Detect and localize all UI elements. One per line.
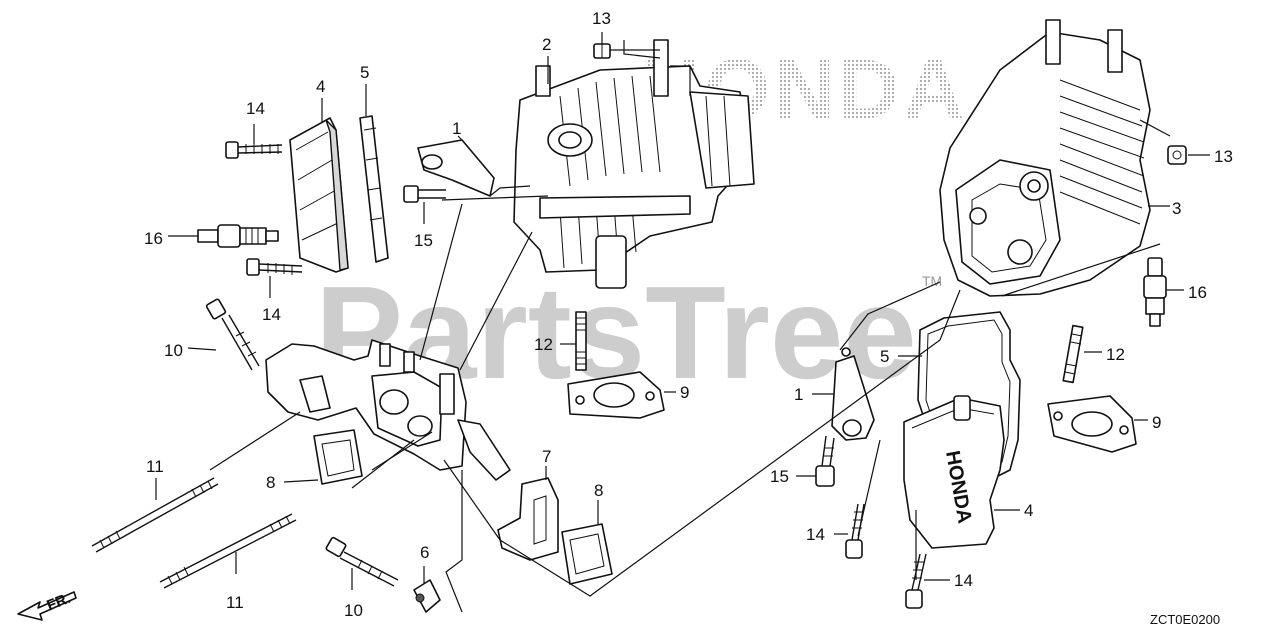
part-9-gasket-left (567, 371, 665, 419)
part-14-bolt-left-lower (246, 258, 303, 276)
callout-5: 5 (360, 63, 369, 82)
part-6-clip (413, 579, 441, 613)
callout-11: 11 (226, 593, 244, 612)
part-4-valve-cover-right: HONDA (903, 395, 1005, 549)
callout-11: 11 (146, 457, 164, 476)
callout-13: 13 (592, 9, 611, 28)
callout-8: 8 (266, 473, 275, 492)
callout-15: 15 (414, 231, 433, 250)
part-16-spark-plug-right (1143, 257, 1167, 327)
callout-7: 7 (542, 447, 551, 466)
part-15-bolt-right (815, 435, 835, 487)
callout-14: 14 (806, 525, 825, 544)
callout-2: 2 (542, 35, 551, 54)
part-10-bolt-lower (325, 536, 399, 587)
part-13-nut-top (593, 43, 611, 59)
part-intake-manifold-assembly (265, 339, 511, 481)
leader-lines (155, 32, 1210, 613)
part-7-bracket (497, 477, 559, 561)
callout-5: 5 (880, 347, 889, 366)
callout-14: 14 (954, 571, 973, 590)
part-5-gasket-left (359, 115, 389, 263)
front-direction-arrow: FR. (17, 590, 77, 621)
part-2-cylinder-block (513, 39, 755, 289)
part-16-spark-plug-left (197, 224, 279, 248)
part-8-gasket-left (313, 429, 363, 485)
callout-16: 16 (1188, 283, 1207, 302)
part-9-gasket-right (1047, 395, 1137, 453)
part-12-stud-left (575, 311, 587, 371)
part-11-stud-lower (159, 513, 297, 589)
callout-3: 3 (1172, 199, 1181, 218)
part-13-nut-right (1167, 145, 1187, 165)
callout-1: 1 (794, 385, 803, 404)
part-14-bolt-left-upper (225, 141, 283, 159)
part-15-bolt-left (403, 185, 446, 203)
callout-10: 10 (164, 341, 183, 360)
callout-14: 14 (262, 305, 281, 324)
callout-8: 8 (594, 481, 603, 500)
callout-1: 1 (452, 119, 461, 138)
part-1-bracket-left (417, 139, 495, 197)
part-14-bolt-right-upper (845, 503, 865, 559)
callout-10: 10 (344, 601, 363, 620)
part-11-stud-upper (91, 477, 219, 553)
callout-12: 12 (1106, 345, 1125, 364)
svg-text:TM: TM (922, 273, 942, 289)
callout-16: 16 (144, 229, 163, 248)
callout-13: 13 (1214, 147, 1233, 166)
part-12-stud-right (1062, 324, 1084, 384)
callout-4: 4 (316, 77, 325, 96)
callout-labels: 14 4 5 1 2 13 16 15 14 10 12 9 11 8 7 8 … (144, 9, 1233, 620)
callout-14: 14 (246, 99, 265, 118)
part-1-bracket-right (831, 347, 875, 441)
part-14-bolt-right-lower (905, 553, 927, 609)
callout-6: 6 (420, 543, 429, 562)
diagram-code: ZCT0E0200 (1150, 612, 1220, 627)
callout-4: 4 (1024, 501, 1033, 520)
callout-12: 12 (534, 335, 553, 354)
callout-9: 9 (680, 383, 689, 402)
callout-15: 15 (770, 467, 789, 486)
callout-9: 9 (1152, 413, 1161, 432)
part-10-bolt-upper (205, 298, 260, 371)
part-4-valve-cover-left (289, 117, 349, 273)
part-8-gasket-right (561, 523, 613, 585)
part-3-cylinder-head (939, 19, 1151, 297)
